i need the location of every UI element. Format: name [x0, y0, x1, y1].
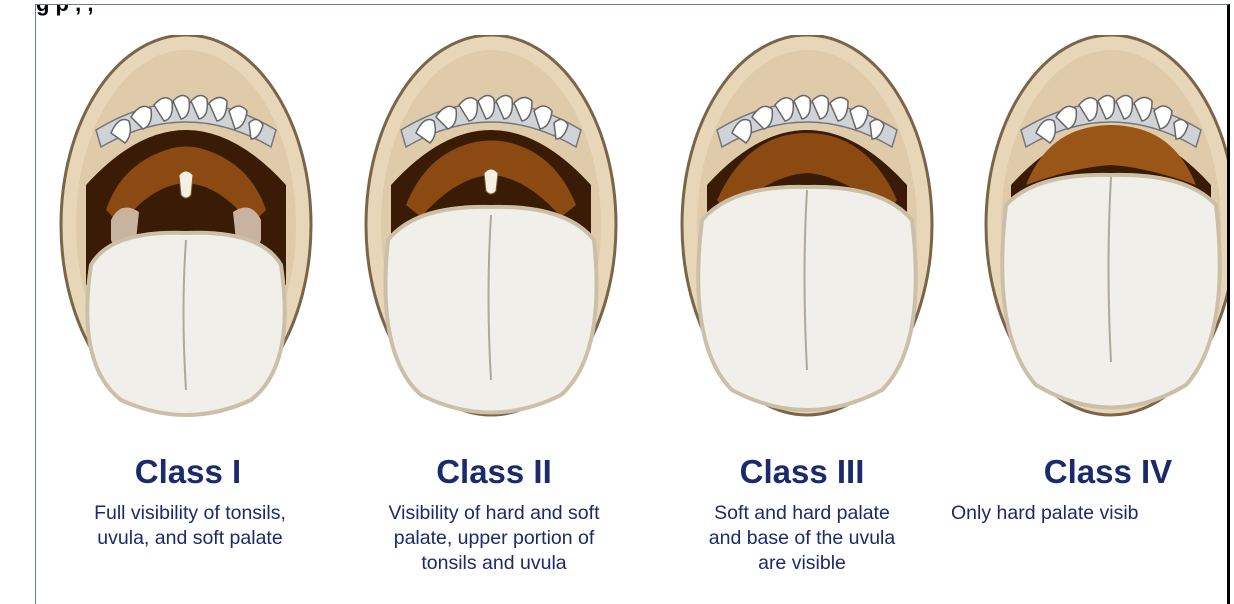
class-1-title: Class I — [38, 453, 338, 491]
class-2-title: Class II — [344, 453, 644, 491]
mallampati-class-1-illustration — [51, 35, 351, 425]
class-3-description: Soft and hard palate and base of the uvu… — [642, 501, 962, 576]
class-4-description: Only hard palate visib — [951, 501, 1230, 526]
mallampati-class-2-illustration — [356, 35, 656, 425]
class-3-title: Class III — [652, 453, 952, 491]
figure-frame: g p , , — [35, 4, 1230, 604]
mallampati-class-4-illustration — [976, 35, 1230, 425]
class-2-description: Visibility of hard and soft palate, uppe… — [334, 501, 654, 576]
class-1-description: Full visibility of tonsils, uvula, and s… — [35, 501, 350, 551]
mallampati-class-3-illustration — [672, 35, 972, 425]
figure-heading: g p , , — [36, 4, 93, 17]
class-4-title: Class IV — [958, 453, 1230, 491]
